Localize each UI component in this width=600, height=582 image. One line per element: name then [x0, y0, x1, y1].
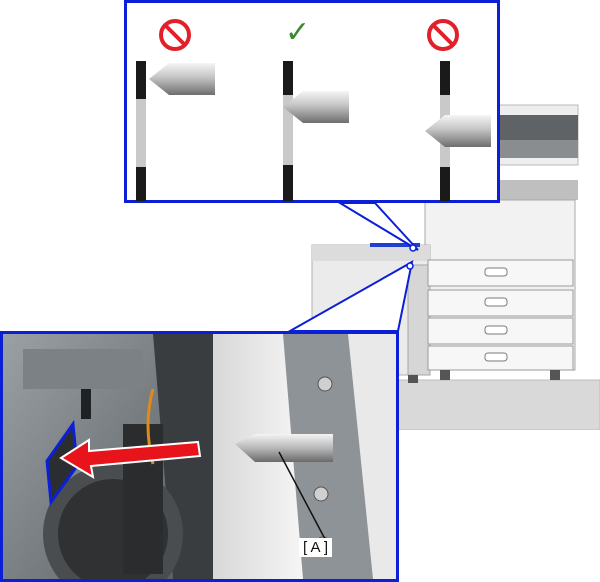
indicator-incorrect-high — [136, 61, 146, 201]
pin-position-callout: ✓ — [124, 0, 500, 203]
indicator-correct — [283, 61, 293, 201]
checkmark-icon: ✓ — [285, 15, 311, 50]
part-label-a: [ A ] — [299, 538, 333, 557]
paper-drawer — [427, 317, 574, 345]
prohibited-icon — [159, 19, 191, 51]
pin-detail-callout: [ A ] — [0, 331, 399, 582]
pin-shape — [283, 91, 349, 123]
detail-photo — [3, 334, 396, 579]
direction-arrow — [59, 438, 202, 479]
pin-shape — [425, 115, 491, 147]
pin-shape — [149, 63, 215, 95]
prohibited-icon — [427, 19, 459, 51]
